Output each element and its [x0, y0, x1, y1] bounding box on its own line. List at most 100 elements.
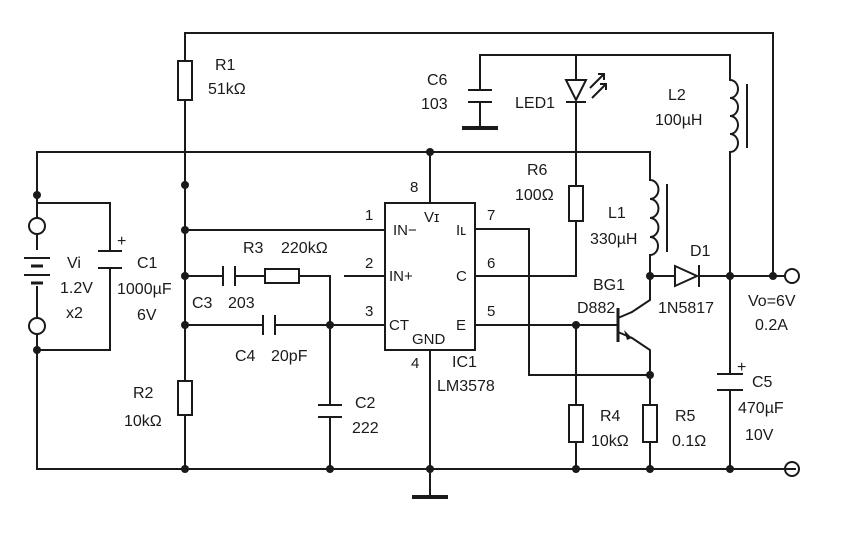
- wire-c-pin: [474, 220, 577, 277]
- ic-pin-number-7: 7: [487, 207, 495, 224]
- vo-current: 0.2A: [755, 317, 788, 334]
- ic-pin-number-1: 1: [365, 207, 373, 224]
- l1-value: 330µH: [590, 231, 637, 248]
- capacitor-c5: [717, 373, 743, 391]
- vi-count: x2: [66, 305, 83, 322]
- led1-ref: LED1: [515, 95, 555, 112]
- ic1-body: [384, 202, 476, 351]
- c5-voltage: 10V: [745, 427, 774, 444]
- r5-ref: R5: [675, 408, 696, 425]
- wire-collector: [630, 275, 651, 314]
- wire-c1-top: [36, 202, 111, 252]
- wire-c1-bottom: [36, 267, 111, 351]
- inductor-l1: [649, 179, 668, 256]
- capacitor-c1: [98, 250, 122, 269]
- r2-value: 10kΩ: [124, 413, 162, 430]
- c5-value: 470µF: [738, 400, 784, 417]
- resistor-r6: [568, 185, 584, 222]
- c1-polarity: +: [117, 233, 126, 250]
- ic-pin-number-5: 5: [487, 303, 495, 320]
- resistor-r3: [264, 268, 300, 284]
- resistor-r1: [177, 60, 193, 101]
- junction-dot: [572, 321, 580, 329]
- led-icon: [564, 73, 607, 103]
- battery-icon: [24, 217, 50, 335]
- transistor-bg1: [616, 308, 633, 342]
- c3-ref: C3: [192, 295, 213, 312]
- l1-ref: L1: [608, 205, 626, 222]
- ic-pin-vi: Vɪ: [424, 209, 439, 226]
- vo-voltage: Vo=6V: [748, 293, 796, 310]
- c6-ref: C6: [427, 72, 448, 89]
- r6-value: 100Ω: [515, 187, 554, 204]
- c1-value: 1000µF: [117, 281, 172, 298]
- ic-pin-in-minus: IN−: [393, 222, 417, 239]
- ic1-ref: IC1: [452, 354, 477, 371]
- ic-pin-number-3: 3: [365, 303, 373, 320]
- bg1-value: D882: [577, 300, 615, 317]
- c1-voltage: 6V: [137, 307, 157, 324]
- junction-dot: [572, 465, 580, 473]
- output-terminal-icon: [784, 268, 800, 284]
- r1-ref: R1: [215, 57, 236, 74]
- c4-value: 20pF: [271, 348, 308, 365]
- junction-dot: [181, 181, 189, 189]
- junction-dot: [326, 321, 334, 329]
- junction-dot: [326, 465, 334, 473]
- junction-dot: [646, 465, 654, 473]
- junction-dot: [646, 272, 654, 280]
- d1-value: 1N5817: [658, 300, 714, 317]
- l2-value: 100µH: [655, 112, 702, 129]
- capacitor-c4: [262, 315, 276, 335]
- ic-pin-number-2: 2: [365, 255, 373, 272]
- wire-c6-top: [479, 54, 731, 91]
- bg1-ref: BG1: [593, 277, 625, 294]
- d1-ref: D1: [690, 243, 711, 260]
- l2-ref: L2: [668, 87, 686, 104]
- ic-pin-gnd: GND: [412, 331, 446, 348]
- ic-pin-e: E: [456, 317, 466, 334]
- wire-emitter: [630, 336, 651, 406]
- junctions: [33, 148, 777, 473]
- inductor-l2: [729, 79, 748, 153]
- r5-value: 0.1Ω: [672, 433, 706, 450]
- junction-dot: [769, 272, 777, 280]
- c6-value: 103: [421, 96, 448, 113]
- capacitor-c2: [318, 404, 342, 418]
- r1-value: 51kΩ: [208, 81, 246, 98]
- r3-value: 220kΩ: [281, 240, 328, 257]
- c1-ref: C1: [137, 255, 158, 272]
- junction-dot: [181, 272, 189, 280]
- ic-pin-number-6: 6: [487, 255, 495, 272]
- ic-pin-number-8: 8: [410, 179, 418, 196]
- c3-value: 203: [228, 295, 255, 312]
- wire-top-rail: [184, 32, 774, 277]
- vi-voltage: 1.2V: [60, 280, 93, 297]
- capacitor-c6: [462, 89, 498, 130]
- r6-ref: R6: [527, 162, 548, 179]
- r4-ref: R4: [600, 408, 621, 425]
- ic-pin-number-4: 4: [411, 355, 419, 372]
- junction-dot: [426, 148, 434, 156]
- junction-dot: [426, 465, 434, 473]
- vi-label: Vi: [67, 255, 81, 272]
- ic-pin-ct: CT: [389, 317, 409, 334]
- c4-ref: C4: [235, 348, 256, 365]
- ic-pin-c: C: [456, 268, 467, 285]
- capacitor-c3: [222, 266, 236, 286]
- ic-pin-il: Iʟ: [456, 222, 466, 239]
- junction-dot: [181, 465, 189, 473]
- ic-pin-in-plus: IN+: [389, 268, 413, 285]
- output-terminal-icon: [784, 461, 800, 477]
- wire-r3-right: [298, 275, 331, 326]
- ic1-value: LM3578: [437, 378, 495, 395]
- r2-ref: R2: [133, 385, 154, 402]
- c2-ref: C2: [355, 395, 376, 412]
- wire-il: [474, 228, 651, 376]
- junction-dot: [726, 272, 734, 280]
- resistor-r5: [642, 404, 658, 443]
- r3-ref: R3: [243, 240, 264, 257]
- c5-polarity: +: [737, 359, 746, 376]
